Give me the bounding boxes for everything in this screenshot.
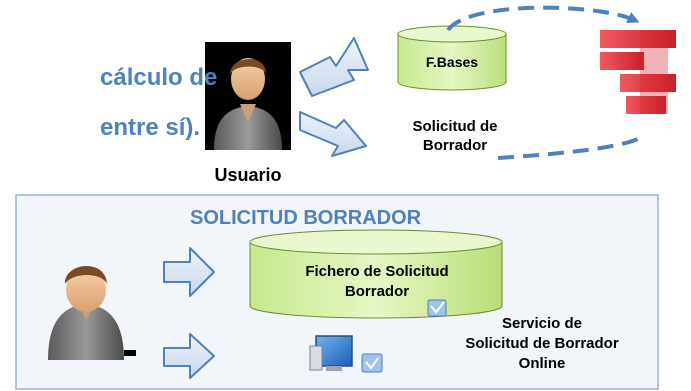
logo-icon <box>600 30 676 114</box>
headline-line-2: entre sí). <box>100 114 201 141</box>
file-label-1: Fichero de Solicitud <box>305 263 449 280</box>
arrow-to-solicitud-icon <box>299 111 367 157</box>
user-avatar-icon <box>205 42 291 150</box>
file-database-icon <box>249 229 503 319</box>
user-avatar-icon-lower <box>48 265 136 360</box>
user-label: Usuario <box>214 165 282 185</box>
arrow-to-file-icon <box>163 247 215 297</box>
service-label-2: Solicitud de Borrador <box>465 335 619 352</box>
service-label-1: Servicio de <box>501 315 583 332</box>
dashed-arrow-top <box>446 5 640 32</box>
panel-title: SOLICITUD BORRADOR <box>190 207 422 229</box>
file-label-2: Borrador <box>344 283 410 300</box>
headline-line-1: cálculo de <box>100 64 218 91</box>
arrow-to-service-icon <box>163 333 215 379</box>
service-label-3: Online <box>518 355 566 372</box>
check-icon <box>427 299 447 317</box>
dashed-arrow-bottom <box>497 136 641 160</box>
fbases-label: F.Bases <box>425 54 479 70</box>
computer-icon <box>309 335 383 373</box>
request-label-2: Borrador <box>422 137 488 154</box>
arrow-to-fbases-icon <box>299 37 369 97</box>
request-label-1: Solicitud de <box>412 118 498 135</box>
